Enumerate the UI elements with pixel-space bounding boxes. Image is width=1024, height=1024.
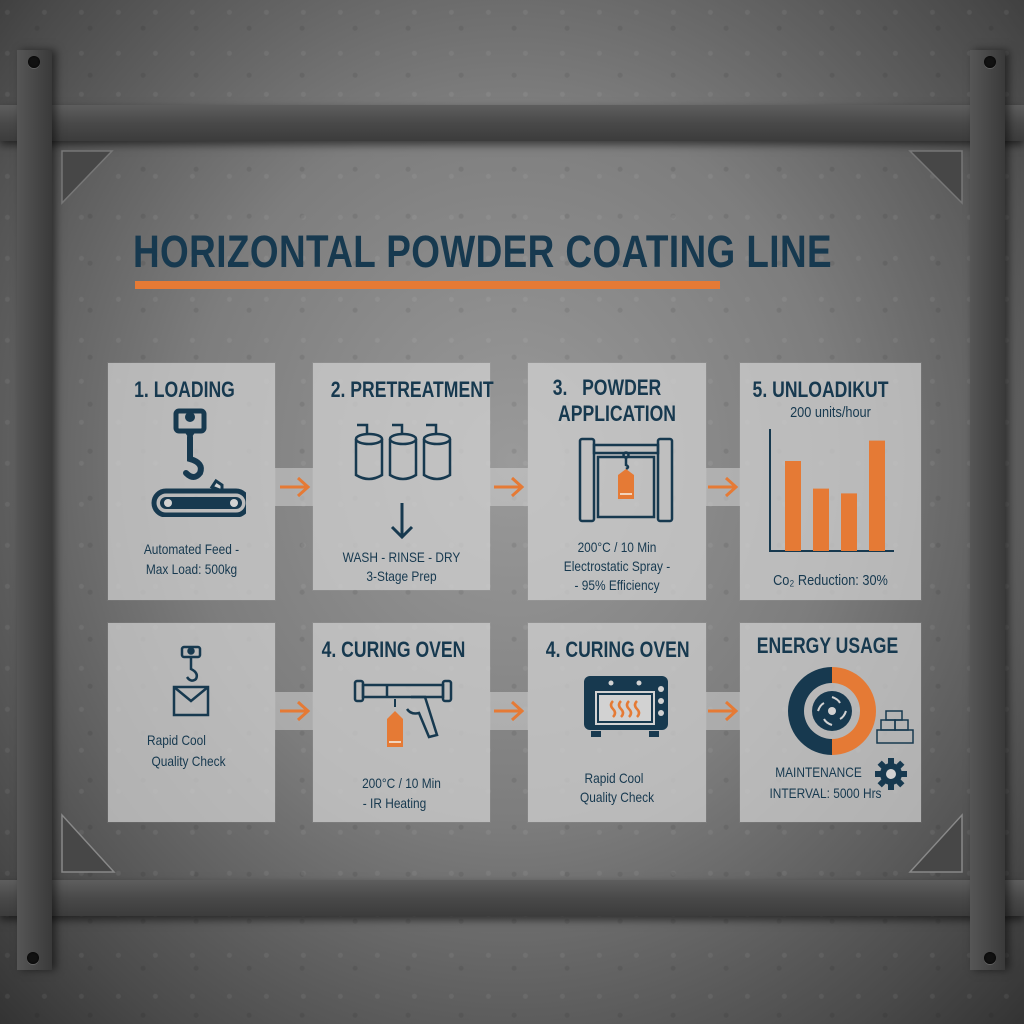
crane-hook-conveyor-icon	[151, 408, 246, 517]
panel-line: Automated Feed -	[143, 541, 240, 557]
bolt-bottom-left	[27, 952, 39, 964]
panel-cooling: Rapid Cool Quality Check	[108, 623, 275, 822]
arrow-down-icon	[390, 503, 414, 540]
bolt-top-right	[984, 56, 996, 68]
panel-subtitle: 200 units/hour	[790, 404, 871, 421]
title-underline	[135, 281, 720, 289]
bar-chart-icon	[769, 429, 894, 552]
panel-line: 200°C / 10 Min	[577, 539, 657, 555]
panel-title-line-1: 3. POWDER	[552, 375, 662, 400]
donut-fan-icon	[788, 667, 876, 755]
panel-energy-usage: ENERGY USAGE MAINTENANCE INTERVAL: 5000 …	[740, 623, 921, 822]
panel-line: INTERVAL: 5000 Hrs	[769, 785, 882, 801]
frame-top-beam	[0, 105, 1024, 141]
co2-reduction: Co₂ Reduction: 30%	[773, 572, 888, 589]
panel-title-line-2: APPLICATION	[558, 401, 676, 426]
panel-line: 200°C / 10 Min	[362, 775, 441, 791]
panel-curing-oven: 4. CURING OVEN Rapid Cool Quality Check	[528, 623, 706, 822]
flow-arrow-icon	[708, 476, 739, 498]
panel-title: ENERGY USAGE	[756, 633, 899, 658]
tanks-icon	[354, 423, 452, 481]
bolt-top-left	[28, 56, 40, 68]
panel-unloading: 5. UNLOADIKUT 200 units/hour Co₂ Reducti…	[740, 363, 921, 600]
panel-line: Max Load: 500kg	[145, 561, 238, 577]
gusset-top-left	[61, 150, 114, 205]
page-title: HORIZONTAL POWDER COATING LINE	[133, 226, 833, 277]
panel-line: Rapid Cool	[584, 770, 644, 786]
panel-curing-oven-ir: 4. CURING OVEN 200°C / 10 Min - IR Heati…	[313, 623, 490, 822]
panel-title: 1. LOADING	[134, 377, 235, 402]
bolt-bottom-right	[984, 952, 996, 964]
frame-right-post	[970, 50, 1005, 970]
panel-pretreatment: 2. PRETREATMENT WASH - RINSE - DRY 3-Sta…	[313, 363, 494, 590]
panel-line: - IR Heating	[362, 795, 427, 811]
panel-line: 3-Stage Prep	[366, 568, 437, 584]
gusset-top-right	[908, 150, 963, 205]
oven-icon	[584, 676, 668, 737]
panel-title: 4. CURING OVEN	[321, 637, 466, 662]
flow-arrow-icon	[494, 476, 525, 498]
panel-powder-application: 3. POWDER APPLICATION 200°C / 10 Min Ele…	[528, 363, 706, 600]
flow-arrow-icon	[708, 700, 739, 722]
panel-line: WASH - RINSE - DRY	[342, 549, 461, 565]
panel-line: Rapid Cool	[147, 732, 206, 748]
panel-line: - 95% Efficiency	[574, 577, 660, 593]
frame-bottom-beam	[0, 880, 1024, 916]
panel-loading: 1. LOADING Automated Feed - Max Load: 50…	[108, 363, 275, 600]
flow-arrow-icon	[494, 700, 525, 722]
panel-title: 5. UNLOADIKUT	[752, 377, 889, 402]
gusset-bottom-right	[908, 813, 963, 873]
frame-left-post	[17, 50, 52, 970]
flow-arrow-icon	[280, 476, 311, 498]
spray-booth-icon	[578, 437, 674, 523]
server-boxes-icon	[876, 710, 914, 744]
panel-title: 2. PRETREATMENT	[330, 377, 494, 402]
gear-icon	[875, 758, 907, 790]
panel-title: 4. CURING OVEN	[545, 637, 690, 662]
gusset-bottom-left	[61, 813, 116, 873]
panel-line: MAINTENANCE	[775, 764, 862, 780]
panel-line: Quality Check	[151, 753, 226, 769]
hook-envelope-icon	[172, 645, 210, 717]
panel-line: Quality Check	[579, 789, 655, 805]
flow-arrow-icon	[280, 700, 311, 722]
panel-line: Electrostatic Spray -	[563, 558, 671, 574]
spray-gun-icon	[353, 679, 453, 747]
